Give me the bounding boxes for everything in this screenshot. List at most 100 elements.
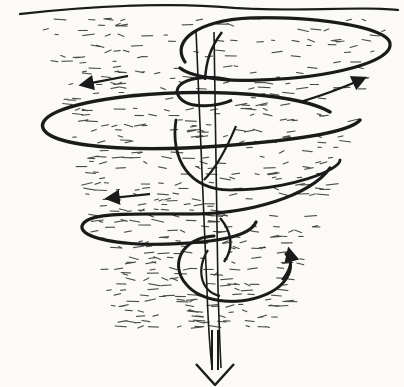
stipple-dash	[75, 108, 80, 110]
stipple-dash	[274, 188, 278, 190]
stipple-dash	[63, 104, 73, 105]
stipple-dash	[283, 162, 288, 164]
stipple-dash	[123, 50, 129, 52]
stipple-dash	[270, 215, 278, 216]
stipple-dash	[207, 284, 215, 285]
stipple-dash	[246, 326, 249, 327]
stipple-dash	[95, 156, 106, 157]
stipple-dash	[231, 40, 238, 41]
stipple-dash	[278, 289, 288, 290]
stipple-dash	[161, 88, 166, 90]
stipple-dash	[188, 295, 197, 296]
stipple-dash	[242, 310, 247, 312]
stipple-dash	[263, 114, 272, 116]
stipple-dash	[144, 278, 149, 281]
stipple-dash	[146, 246, 152, 247]
stipple-dash	[251, 231, 259, 232]
stipple-dash	[317, 194, 329, 195]
stipple-dash	[170, 267, 177, 269]
stipple-dash	[362, 19, 366, 21]
stipple-dash	[255, 174, 259, 175]
stipple-dash	[226, 305, 234, 307]
stipple-dash	[51, 61, 58, 62]
stipple-dash	[86, 121, 98, 122]
stipple-dash	[326, 184, 338, 185]
stipple-dash	[126, 278, 135, 280]
stipple-dash	[276, 179, 281, 180]
stipple-dash	[183, 269, 190, 271]
stipple-dash	[167, 201, 177, 202]
stipple-dash	[319, 98, 326, 99]
stipple-dash	[280, 119, 286, 120]
stipple-dash	[298, 29, 309, 31]
stipple-dash	[320, 162, 327, 164]
stipple-dash	[119, 87, 126, 88]
stipple-dash	[121, 19, 125, 21]
stipple-dash	[297, 263, 304, 265]
stipple-dash	[95, 190, 106, 191]
stipple-dash	[241, 290, 252, 291]
stipple-dash	[177, 299, 184, 300]
stipple-dash	[149, 284, 161, 286]
stipple-dash	[83, 71, 87, 72]
stipple-dash	[240, 241, 246, 243]
stipple-dash	[287, 131, 295, 132]
stipple-dash	[362, 40, 371, 42]
stipple-dash	[100, 206, 106, 207]
stipple-dash	[303, 167, 310, 168]
stipple-dash	[196, 19, 203, 20]
outflow-arrow	[196, 330, 234, 385]
stipple-dash	[155, 199, 159, 200]
stipple-dash	[209, 182, 213, 183]
stipple-dash	[138, 326, 144, 328]
stipple-dash	[230, 194, 237, 196]
stipple-dash	[99, 162, 106, 164]
stipple-dash	[130, 220, 140, 222]
stipple-dash	[125, 310, 132, 311]
stipple-dash	[43, 29, 48, 30]
stipple-dash	[125, 231, 132, 232]
stipple-dash	[180, 230, 184, 232]
stipple-dash	[164, 110, 169, 111]
stipple-dash	[157, 194, 168, 195]
stipple-dash	[138, 311, 144, 313]
stipple-dash	[334, 62, 341, 63]
stipple-dash	[135, 190, 139, 191]
stipple-dash	[105, 34, 110, 36]
stipple-dash	[266, 299, 271, 300]
stipple-dash	[143, 188, 150, 189]
stipple-dash	[220, 316, 226, 318]
stipple-dash	[176, 241, 181, 242]
stipple-dash	[296, 87, 307, 89]
stipple-dash	[154, 209, 158, 210]
stipple-dash	[221, 279, 233, 280]
stipple-dash	[318, 142, 326, 143]
stipple-dash	[340, 141, 351, 143]
stipple-dash	[281, 104, 290, 106]
stipple-dash	[94, 172, 99, 173]
stipple-dash	[121, 290, 126, 291]
stipple-dash	[73, 114, 83, 115]
stipple-dash	[308, 39, 315, 42]
stipple-dash	[310, 194, 316, 196]
stipple-dash	[144, 162, 147, 164]
stipple-dash	[350, 46, 357, 48]
stipple-dash	[161, 209, 168, 210]
stipple-dash	[115, 326, 126, 327]
stipple-dash	[166, 98, 173, 99]
vortex-top-loop	[180, 18, 390, 81]
stipple-dash	[159, 200, 163, 202]
vortex-core	[196, 30, 221, 368]
stipple-dash	[138, 57, 142, 58]
stipple-dash	[125, 124, 133, 127]
stipple-dash	[153, 315, 159, 316]
stipple-dash	[125, 321, 136, 323]
stipple-dash	[111, 87, 119, 89]
stipple-dash	[149, 258, 156, 259]
stipple-dash	[250, 72, 256, 73]
stipple-dash	[283, 92, 295, 93]
stipple-dash	[98, 141, 105, 143]
stipple-dash	[292, 40, 299, 41]
stipple-dash	[251, 114, 254, 115]
